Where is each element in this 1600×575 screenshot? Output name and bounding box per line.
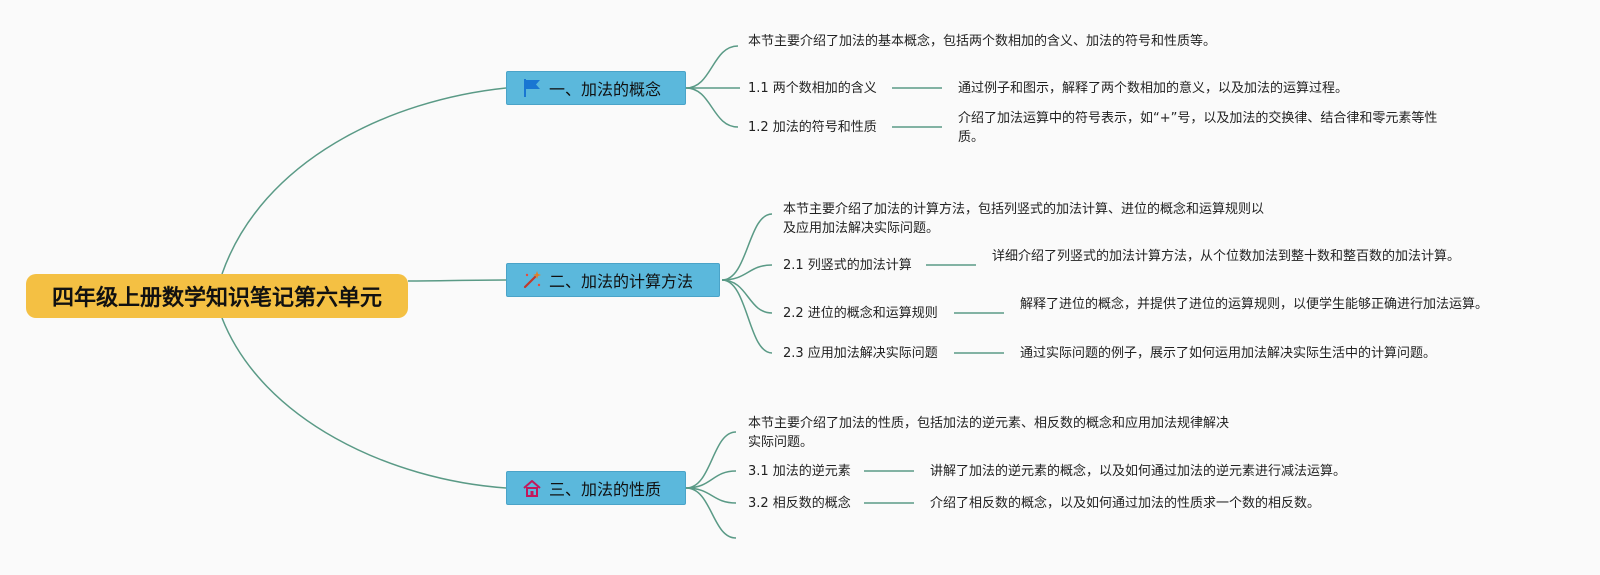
topic-1-sub-2-desc: 介绍了加法运算中的符号表示，如“+”号，以及加法的交换律、结合律和零元素等性质。 (958, 111, 1438, 145)
topic-3-label: 三、加法的性质 (549, 480, 662, 499)
topic-2-sub-2-label[interactable]: 2.2 进位的概念和运算规则 (783, 306, 938, 321)
topic-3-sub-1-desc: 讲解了加法的逆元素的概念，以及如何通过加法的逆元素进行减法运算。 (930, 464, 1347, 479)
link-t3-extra (685, 487, 737, 539)
topic-2[interactable]: 二、加法的计算方法 (506, 263, 720, 297)
central-title: 四年级上册数学知识笔记第六单元 (51, 286, 382, 311)
link-t2-sub2 (721, 279, 773, 314)
topic-1-sub-1-desc: 通过例子和图示，解释了两个数相加的意义，以及加法的运算过程。 (958, 81, 1349, 96)
topic-1-label: 一、加法的概念 (549, 80, 662, 99)
flag-icon (524, 79, 540, 97)
topic-1-sub-2-label[interactable]: 1.2 加法的符号和性质 (748, 120, 877, 135)
magic-wand-icon (523, 271, 541, 289)
topic-2-sub-3-label[interactable]: 2.3 应用加法解决实际问题 (783, 346, 938, 361)
topic-1[interactable]: 一、加法的概念 (506, 71, 686, 105)
topic-2-sub-2-desc: 解释了进位的概念，并提供了进位的运算规则，以便学生能够正确进行加法运算。 (1020, 297, 1489, 312)
topic-2-label: 二、加法的计算方法 (549, 272, 694, 291)
link-central-topic-3 (221, 317, 507, 489)
link-t1-sub2 (685, 87, 739, 128)
link-central-topic-2 (407, 279, 507, 282)
topic-3-sub-2-desc: 介绍了相反数的概念，以及如何通过加法的性质求一个数的相反数。 (930, 496, 1321, 511)
topic-1-intro: 本节主要介绍了加法的基本概念，包括两个数相加的含义、加法的符号和性质等。 (748, 34, 1217, 49)
link-t1-intro (685, 45, 739, 89)
link-t2-sub1 (721, 264, 773, 281)
topic-1-sub-1-label[interactable]: 1.1 两个数相加的含义 (748, 81, 877, 96)
topic-3-intro: 本节主要介绍了加法的性质，包括加法的逆元素、相反数的概念和应用加法规律解决实际问… (748, 416, 1230, 450)
topic-2-sub-3-desc: 通过实际问题的例子，展示了如何运用加法解决实际生活中的计算问题。 (1020, 346, 1437, 361)
link-t3-sub1 (685, 470, 737, 489)
topic-2-intro: 本节主要介绍了加法的计算方法，包括列竖式的加法计算、进位的概念和运算规则以及应用… (783, 202, 1265, 236)
link-t3-intro (685, 431, 737, 489)
topic-3[interactable]: 三、加法的性质 (506, 471, 686, 505)
topic-3-sub-1-label[interactable]: 3.1 加法的逆元素 (748, 464, 851, 479)
topic-2-sub-1-desc: 详细介绍了列竖式的加法计算方法，从个位数加法到整十数和整百数的加法计算。 (992, 249, 1461, 264)
topic-3-sub-2-label[interactable]: 3.2 相反数的概念 (748, 496, 851, 511)
topic-2-sub-1-label[interactable]: 2.1 列竖式的加法计算 (783, 258, 912, 273)
link-t2-intro (721, 213, 773, 281)
central-topic[interactable]: 四年级上册数学知识笔记第六单元 (26, 274, 408, 318)
link-t2-sub3 (721, 279, 773, 354)
home-icon (523, 480, 541, 497)
link-central-topic-1 (221, 87, 507, 275)
